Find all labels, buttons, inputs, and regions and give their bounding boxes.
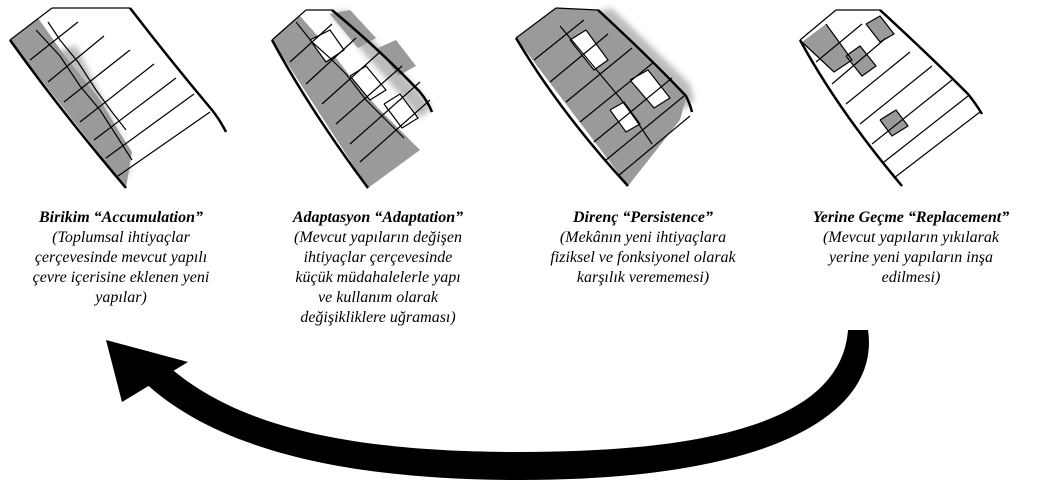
stage-description: (Mevcut yapıların değişen ihtiyaçlar çer… [294, 229, 462, 326]
stage-caption-persistence: Direnç “Persistence” (Mekânın yeni ihtiy… [518, 208, 768, 288]
stage-title: Adaptasyon “Adaptation” [292, 209, 464, 226]
stage-title: Birikim “Accumulation” [38, 209, 204, 226]
persistence-illustration [514, 7, 694, 187]
adaptation-illustration [270, 9, 434, 189]
stage-description: (Mevcut yapıların yıkılarak yerine yeni … [823, 229, 999, 286]
stage-caption-adaptation: Adaptasyon “Adaptation” (Mevcut yapıları… [262, 208, 494, 328]
stage-description: (Mekânın yeni ihtiyaçlara fiziksel ve fo… [550, 229, 736, 286]
replacement-illustration [798, 9, 984, 187]
stage-caption-accumulation: Birikim “Accumulation” (Toplumsal ihtiya… [8, 208, 234, 308]
cycle-arrow [106, 330, 869, 480]
stage-title: Yerine Geçme “Replacement” [812, 209, 1010, 226]
stage-caption-replacement: Yerine Geçme “Replacement” (Mevcut yapıl… [786, 208, 1036, 288]
accumulation-illustration [8, 7, 228, 189]
stage-description: (Toplumsal ihtiyaçlar çerçevesinde mevcu… [32, 229, 210, 306]
stage-title: Direnç “Persistence” [573, 209, 713, 226]
